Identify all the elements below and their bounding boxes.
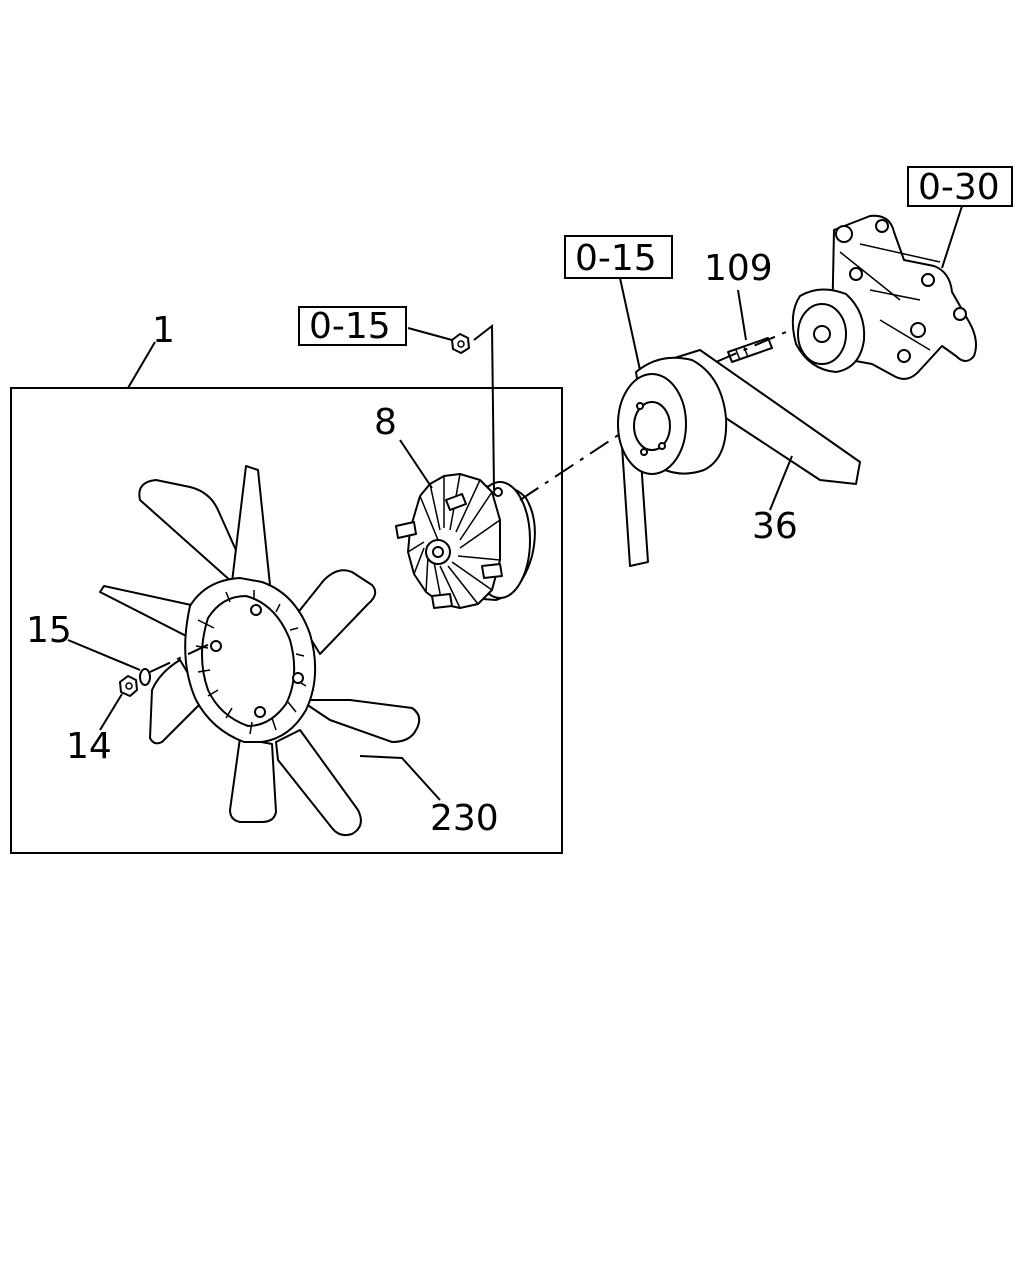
- callout-230-label: 230: [430, 798, 499, 839]
- ref-pulley-label: 0-15: [575, 238, 657, 279]
- water-pump: [791, 214, 977, 380]
- pulley-ref-leader: [619, 277, 641, 371]
- callout-109-leader: [737, 289, 747, 341]
- callout-14-leader: [99, 693, 123, 731]
- fan-clutch: [395, 473, 536, 609]
- callout-15-leader: [67, 639, 141, 671]
- fan-hub: [184, 577, 317, 743]
- stud-axis-line: [715, 325, 801, 363]
- clutch-axis-line: [519, 425, 633, 501]
- clutch-nut: [451, 333, 470, 354]
- callout-36-leader: [769, 455, 793, 511]
- nut-part: [119, 675, 138, 697]
- assembly-frame: [10, 387, 563, 854]
- nut-ref-leader: [407, 327, 453, 341]
- water-pump-pulley: [617, 356, 728, 475]
- nut-to-clutch-leader: [473, 323, 495, 491]
- ref-nut-label: 0-15: [309, 306, 391, 347]
- ref-box-nut: [298, 306, 407, 346]
- assembly-leader: [127, 341, 156, 389]
- callout-36-label: 36: [752, 506, 798, 547]
- callout-230-leader: [359, 755, 441, 801]
- callout-14-label: 14: [66, 726, 112, 767]
- fan-blades: [99, 465, 421, 837]
- pump-ref-leader: [941, 205, 963, 269]
- callout-8-label: 8: [374, 402, 397, 443]
- ref-pump-label: 0-30: [918, 167, 1000, 208]
- fan-axis-line: [149, 641, 215, 673]
- callout-109-label: 109: [704, 248, 773, 289]
- ref-box-pump: [907, 166, 1013, 207]
- callout-1-label: 1: [152, 310, 175, 351]
- washer-part: [139, 668, 151, 686]
- callout-15-label: 15: [26, 610, 72, 651]
- ref-box-pulley: [564, 235, 673, 279]
- callout-8-leader: [399, 439, 433, 489]
